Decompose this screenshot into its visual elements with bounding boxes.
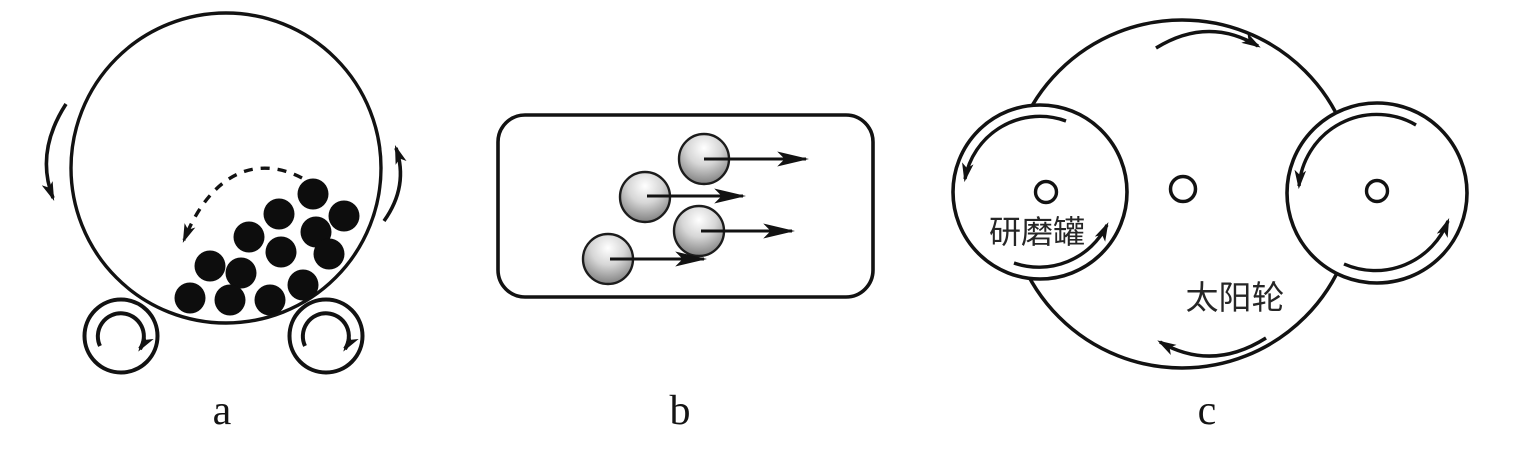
jar-label: 研磨罐 [989,214,1085,250]
grinding-balls [174,178,360,316]
grinding-ball [265,236,297,268]
sun-wheel-center-hole [1168,174,1198,204]
sun-wheel-rotation-arrow-top [1155,29,1261,50]
grinding-ball [287,269,319,301]
grinding-ball [225,257,257,289]
grinding-ball [174,282,206,314]
jar-center-hole [1033,179,1059,205]
grinding-ball [194,250,226,282]
sun-wheel-rotation-arrow-bottom [1157,336,1267,358]
jar-center-hole [1364,178,1390,204]
roller-circle [287,297,365,375]
grinding-ball [214,284,246,316]
sun-wheel-label: 太阳轮 [1186,280,1285,317]
grinding-ball [263,198,295,230]
support-roller-right [287,297,365,375]
grinding-ball [328,200,360,232]
figure-b-vibratory-mill: b [496,113,875,434]
drum-rotation-arrow-right [382,145,407,223]
grinding-ball [233,221,265,253]
jar-rotation-arrow-lower [1343,218,1450,273]
drum-rotation-arrow-left [41,103,68,201]
grinding-jar-left: 研磨罐 [951,103,1129,281]
figure-c-planetary-mill: 研磨罐 太阳轮 c [951,18,1469,434]
support-roller-left [82,297,160,375]
roller-circle [82,297,160,375]
grinding-ball [297,178,329,210]
jar-rotation-arrow-lower [1013,222,1109,269]
figure-a-caption: a [213,388,232,434]
grinding-jar-right [1285,101,1469,285]
grinding-ball [254,284,286,316]
roller-rotation-arrow [95,311,154,352]
ball-cascade-arrow [182,166,303,243]
jar-rotation-arrow-upper [1294,112,1417,190]
figure-a-drum-mill: a [41,11,407,434]
grinding-ball [313,238,345,270]
figure-b-caption: b [670,388,691,434]
drum-circle [69,11,383,325]
jar-rotation-arrow-upper [962,114,1067,183]
figure-c-caption: c [1198,388,1217,434]
roller-rotation-arrow [300,311,359,352]
